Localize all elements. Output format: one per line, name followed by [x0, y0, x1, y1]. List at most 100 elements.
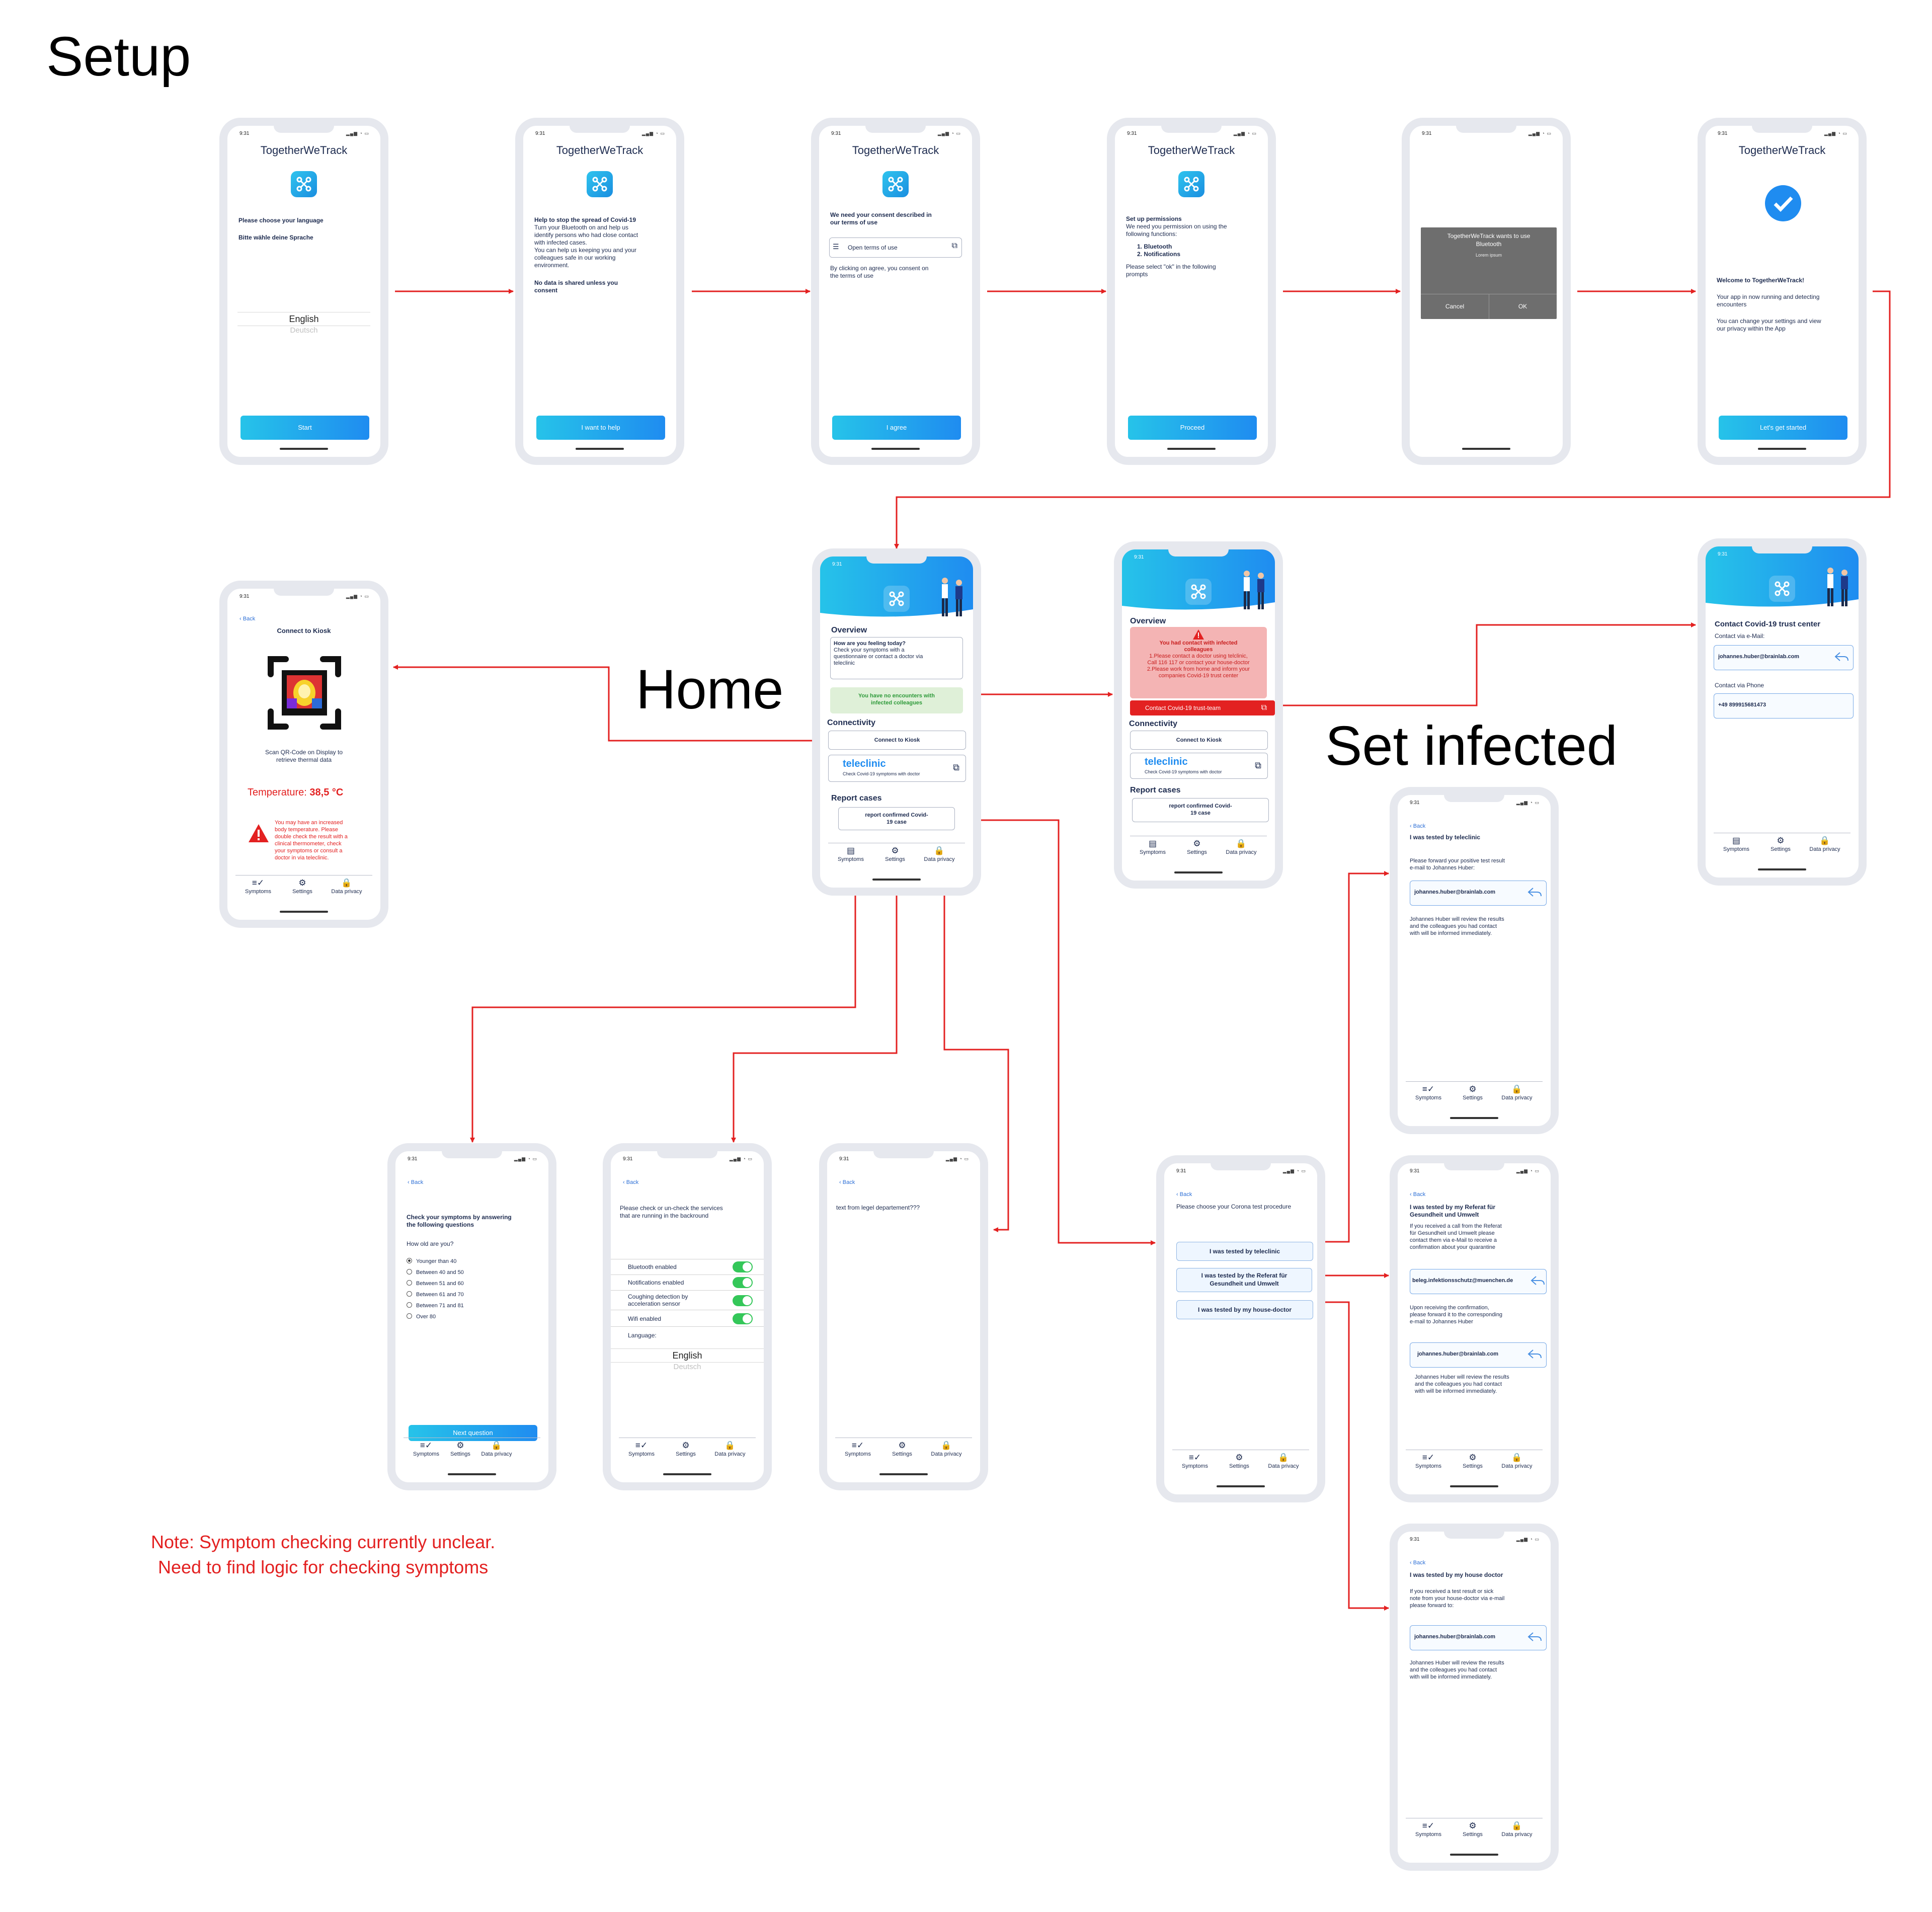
agree-button[interactable]: I agree: [832, 416, 961, 440]
tab-symptoms[interactable]: ≡✓Symptoms: [236, 878, 280, 895]
report-case-button[interactable]: report confirmed Covid- 19 case: [1132, 798, 1269, 822]
tab-privacy[interactable]: 🔒Data privacy: [325, 878, 368, 895]
reply-icon[interactable]: [1527, 1348, 1542, 1363]
language-picker-option[interactable]: Deutsch: [290, 326, 318, 335]
tab-settings[interactable]: ⚙Settings: [1218, 1452, 1261, 1469]
tab-label: Data privacy: [331, 889, 362, 895]
tab-privacy[interactable]: 🔒Data privacy: [1495, 1452, 1539, 1469]
tab-symptoms[interactable]: ≡✓Symptoms: [1407, 1084, 1450, 1101]
age-option[interactable]: Between 51 and 60: [407, 1280, 464, 1287]
back-button[interactable]: ‹ Back: [1176, 1191, 1192, 1198]
help-button[interactable]: I want to help: [536, 416, 665, 440]
referat-email-field[interactable]: beleg.infektionsschutz@muenchen.de: [1410, 1269, 1547, 1294]
tab-label: Symptoms: [1415, 1463, 1441, 1469]
tab-privacy[interactable]: 🔒Data privacy: [918, 845, 961, 862]
tab-symptoms[interactable]: ≡✓Symptoms: [1407, 1820, 1450, 1838]
reply-icon[interactable]: [1527, 886, 1542, 901]
feeling-card[interactable]: How are you feeling today? Check your sy…: [830, 637, 963, 679]
notifications-toggle[interactable]: [733, 1277, 753, 1288]
arrow-report-to-procedure: [962, 819, 1156, 1245]
tab-settings[interactable]: ⚙Settings: [880, 1440, 924, 1457]
app-logo-icon: [883, 586, 910, 612]
tab-symptoms[interactable]: ≡✓Symptoms: [405, 1440, 448, 1457]
age-option[interactable]: Over 80: [407, 1313, 436, 1320]
tab-symptoms[interactable]: ▤Symptoms: [829, 845, 872, 862]
forward-email-field[interactable]: johannes.huber@brainlab.com: [1410, 1625, 1547, 1650]
tab-settings[interactable]: ⚙Settings: [281, 878, 324, 895]
signal-icon: ▂▄▆ ◔ ▭: [1824, 131, 1847, 136]
tab-symptoms[interactable]: ▤Symptoms: [1715, 835, 1758, 852]
reply-icon[interactable]: [1530, 1274, 1545, 1289]
trust-email-field[interactable]: johannes.huber@brainlab.com: [1714, 645, 1854, 670]
back-button[interactable]: ‹ Back: [239, 616, 256, 622]
tested-by-house-doctor-button[interactable]: I was tested by my house-doctor: [1176, 1300, 1313, 1319]
tab-settings[interactable]: ⚙Settings: [1451, 1452, 1494, 1469]
age-option[interactable]: Between 61 and 70: [407, 1291, 464, 1298]
intro-line: that are running in the backround: [620, 1212, 709, 1219]
language-picker-option[interactable]: Deutsch: [673, 1363, 701, 1371]
tab-privacy[interactable]: 🔒Data privacy: [475, 1440, 518, 1457]
tab-symptoms[interactable]: ≡✓Symptoms: [620, 1440, 663, 1457]
reply-icon[interactable]: [1527, 1631, 1542, 1645]
tab-privacy[interactable]: 🔒Data privacy: [1495, 1084, 1539, 1101]
signal-icon: ▂▄▆ ◔ ▭: [1528, 131, 1552, 136]
tab-symptoms[interactable]: ≡✓Symptoms: [836, 1440, 879, 1457]
report-case-button[interactable]: report confirmed Covid- 19 case: [838, 807, 955, 830]
proceed-button[interactable]: Proceed: [1128, 416, 1257, 440]
dialog-cancel-button[interactable]: Cancel: [1445, 303, 1465, 310]
tab-symptoms[interactable]: ≡✓Symptoms: [1407, 1452, 1450, 1469]
age-option[interactable]: Between 71 and 81: [407, 1302, 464, 1309]
back-button[interactable]: ‹ Back: [1410, 1560, 1426, 1566]
gear-icon: ⚙: [298, 878, 306, 888]
tab-settings[interactable]: ⚙Settings: [1451, 1084, 1494, 1101]
dialog-title: TogetherWeTrack wants to use: [1447, 232, 1531, 240]
tab-privacy[interactable]: 🔒Data privacy: [1803, 835, 1846, 852]
back-button[interactable]: ‹ Back: [1410, 1191, 1426, 1198]
teleclinic-button[interactable]: teleclinic Check Covid-19 symptoms with …: [828, 755, 966, 782]
help-line: colleagues safe in our working: [534, 254, 616, 261]
start-button[interactable]: Start: [240, 416, 369, 440]
age-option[interactable]: Younger than 40: [407, 1258, 456, 1264]
back-button[interactable]: ‹ Back: [1410, 823, 1426, 829]
reply-icon[interactable]: [1834, 651, 1849, 665]
report-line: report confirmed Covid-: [865, 812, 928, 818]
forward-email-field[interactable]: johannes.huber@brainlab.com: [1410, 1342, 1547, 1368]
trust-phone-field[interactable]: +49 899915681473: [1714, 693, 1854, 719]
tab-privacy[interactable]: 🔒Data privacy: [925, 1440, 968, 1457]
tab-symptoms[interactable]: ≡✓Symptoms: [1173, 1452, 1217, 1469]
note: Note: Symptom checking currently unclear…: [151, 1530, 495, 1580]
connect-kiosk-button[interactable]: Connect to Kiosk: [1130, 731, 1268, 750]
tab-privacy[interactable]: 🔒Data privacy: [1495, 1820, 1539, 1838]
notch: [1444, 795, 1504, 802]
next-question-button[interactable]: Next question: [409, 1425, 537, 1441]
tab-settings[interactable]: ⚙Settings: [439, 1440, 482, 1457]
language-picker-selected[interactable]: English: [237, 312, 370, 326]
age-option[interactable]: Between 40 and 50: [407, 1269, 464, 1276]
bluetooth-toggle[interactable]: [733, 1261, 753, 1272]
open-terms-button[interactable]: ☰ Open terms of use ⧉: [829, 237, 962, 258]
language-picker-selected[interactable]: English: [611, 1348, 764, 1363]
forward-email-field[interactable]: johannes.huber@brainlab.com: [1410, 881, 1547, 906]
coughing-toggle[interactable]: [733, 1295, 753, 1306]
contact-trust-team-button[interactable]: Contact Covid-19 trust-team ⧉: [1130, 700, 1275, 715]
back-button[interactable]: ‹ Back: [623, 1179, 639, 1185]
tab-settings[interactable]: ⚙Settings: [664, 1440, 707, 1457]
teleclinic-button[interactable]: teleclinic Check Covid-19 symptoms with …: [1130, 753, 1268, 779]
wifi-toggle[interactable]: [733, 1313, 753, 1324]
tab-privacy[interactable]: 🔒Data privacy: [708, 1440, 752, 1457]
language-prompt-de: Bitte wähle deine Sprache: [238, 234, 313, 241]
tab-privacy[interactable]: 🔒Data privacy: [1262, 1452, 1305, 1469]
tab-settings[interactable]: ⚙Settings: [1759, 835, 1802, 852]
back-button[interactable]: ‹ Back: [408, 1179, 424, 1185]
tab-settings[interactable]: ⚙Settings: [873, 845, 917, 862]
back-button[interactable]: ‹ Back: [839, 1179, 855, 1185]
tab-settings[interactable]: ⚙Settings: [1451, 1820, 1494, 1838]
connect-kiosk-button[interactable]: Connect to Kiosk: [828, 731, 966, 750]
tested-by-referat-button[interactable]: I was tested by the Referat für Gesundhe…: [1176, 1268, 1312, 1292]
dialog-ok-button[interactable]: OK: [1518, 303, 1527, 310]
tab-settings[interactable]: ⚙Settings: [1175, 838, 1219, 855]
tested-by-teleclinic-button[interactable]: I was tested by teleclinic: [1176, 1242, 1313, 1261]
get-started-button[interactable]: Let's get started: [1719, 416, 1847, 440]
tab-privacy[interactable]: 🔒Data privacy: [1220, 838, 1263, 855]
tab-symptoms[interactable]: ▤Symptoms: [1131, 838, 1174, 855]
